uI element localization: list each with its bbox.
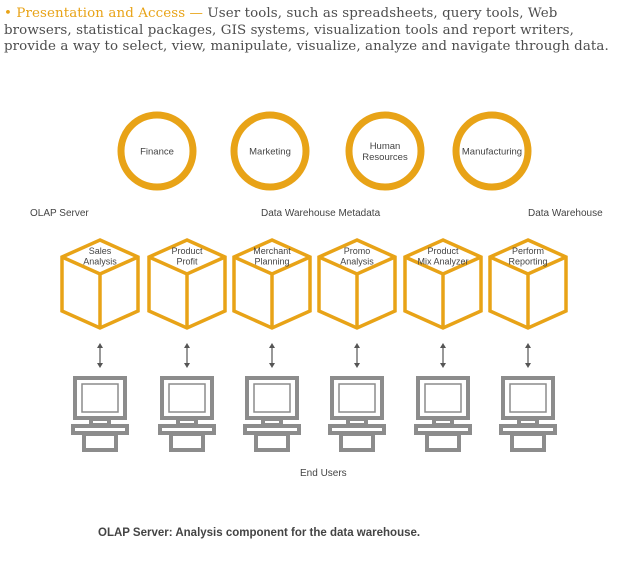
- monitor-screen: [168, 383, 206, 413]
- terminal-base: [425, 432, 461, 452]
- arrow-head-down: [269, 363, 275, 368]
- keyboard: [328, 424, 386, 435]
- double-arrow: [354, 343, 360, 368]
- metadata-label: Data Warehouse Metadata: [261, 208, 381, 219]
- double-arrow: [440, 343, 446, 368]
- arrow-head-up: [184, 343, 190, 348]
- cube-label: Perform: [512, 246, 544, 256]
- arrow-head-up: [269, 343, 275, 348]
- cube-label: Product: [427, 246, 459, 256]
- department-circle: [230, 111, 310, 191]
- cube-label: Merchant: [253, 246, 291, 256]
- keyboard: [414, 424, 472, 435]
- arrow-head-down: [97, 363, 103, 368]
- department-label: Manufacturing: [462, 146, 522, 157]
- cube-label: Reporting: [508, 256, 547, 266]
- cube-label: Analysis: [340, 256, 374, 266]
- arrow-head-up: [440, 343, 446, 348]
- arrow-head-up: [525, 343, 531, 348]
- data-warehouse-label: Data Warehouse: [528, 208, 603, 219]
- intro-paragraph: • Presentation and Access — User tools, …: [4, 6, 616, 56]
- figure-caption: OLAP Server: Analysis component for the …: [98, 527, 421, 539]
- keyboard: [158, 424, 216, 435]
- department-node: Marketing: [230, 111, 310, 191]
- double-arrow: [97, 343, 103, 368]
- arrow-head-up: [97, 343, 103, 348]
- department-label: Finance: [140, 146, 174, 157]
- intro-text: User tools, such as spreadsheets, query …: [4, 6, 609, 54]
- department-label: Human: [370, 141, 401, 152]
- department-circle: [117, 111, 197, 191]
- intro-term: Presentation and Access —: [16, 6, 204, 21]
- end-user-terminal: [243, 376, 301, 452]
- arrow-head-down: [184, 363, 190, 368]
- department-label: Resources: [362, 152, 408, 163]
- arrow-head-down: [440, 363, 446, 368]
- cube-label: Sales: [89, 246, 112, 256]
- keyboard: [243, 424, 301, 435]
- terminal-base: [82, 432, 118, 452]
- monitor-screen: [338, 383, 376, 413]
- arrow-head-down: [354, 363, 360, 368]
- keyboard: [71, 424, 129, 435]
- double-arrow: [525, 343, 531, 368]
- terminal-base: [169, 432, 205, 452]
- cube-label: Analysis: [83, 256, 117, 266]
- monitor-screen: [509, 383, 547, 413]
- bullet: •: [4, 6, 12, 21]
- end-user-terminal: [328, 376, 386, 452]
- terminal-base: [254, 432, 290, 452]
- cube-label: Profit: [176, 256, 198, 266]
- olap-server-label: OLAP Server: [30, 208, 89, 219]
- keyboard: [499, 424, 557, 435]
- department-circle: [452, 111, 532, 191]
- end-user-terminal: [499, 376, 557, 452]
- department-node: Manufacturing: [452, 111, 532, 191]
- cube-label: Planning: [254, 256, 289, 266]
- monitor-screen: [424, 383, 462, 413]
- arrow-head-up: [354, 343, 360, 348]
- end-user-terminal: [158, 376, 216, 452]
- double-arrow: [269, 343, 275, 368]
- department-label: Marketing: [249, 146, 291, 157]
- cube-label: Product: [171, 246, 203, 256]
- department-circle: [345, 111, 425, 191]
- department-node: Finance: [117, 111, 197, 191]
- terminal-base: [510, 432, 546, 452]
- end-user-terminal: [71, 376, 129, 452]
- monitor-screen: [81, 383, 119, 413]
- cube-label: Mix Analyzer: [417, 256, 468, 266]
- arrow-head-down: [525, 363, 531, 368]
- terminal-base: [339, 432, 375, 452]
- end-users-label: End Users: [300, 468, 347, 479]
- cube-label: Promo: [344, 246, 371, 256]
- end-user-terminal: [414, 376, 472, 452]
- double-arrow: [184, 343, 190, 368]
- monitor-screen: [253, 383, 291, 413]
